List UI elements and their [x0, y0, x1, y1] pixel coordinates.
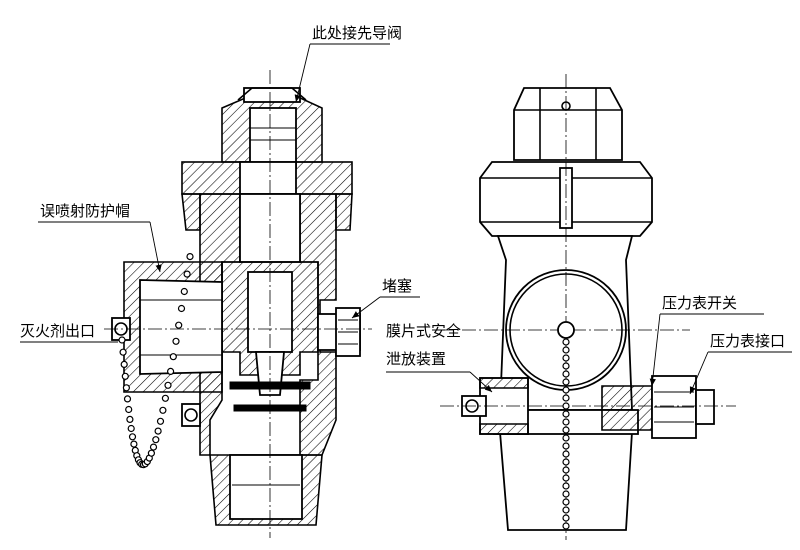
chain-bead: [562, 506, 570, 514]
chain-bead: [128, 433, 137, 441]
label-gauge-port: 压力表接口: [710, 332, 785, 350]
chain-bead: [119, 348, 127, 356]
label-outlet: 灭火剂出口: [20, 322, 95, 340]
chain-bead: [152, 436, 160, 444]
chain-bead: [186, 253, 194, 261]
chain-bead: [149, 443, 158, 451]
chain-bead: [167, 367, 175, 375]
chain-bead: [122, 384, 131, 392]
chain-bead: [562, 362, 570, 370]
chain-bead: [164, 381, 172, 389]
chain-bead: [562, 442, 570, 450]
chain-bead: [562, 370, 570, 378]
label-membrane-line1: 膜片式安全: [386, 322, 461, 340]
chain-bead: [562, 394, 570, 402]
chain-bead: [161, 394, 169, 402]
chain-bead: [147, 449, 155, 457]
chain-bead: [177, 304, 186, 313]
top-nut: [221, 87, 323, 169]
plug: [317, 307, 361, 357]
chain-bead: [183, 270, 191, 278]
chain-bead: [562, 434, 570, 442]
label-misfire-cap: 误喷射防护帽: [40, 202, 130, 220]
chain-bead: [126, 415, 134, 423]
chain: [562, 338, 570, 530]
chain-bead: [562, 514, 570, 522]
chain-bead: [562, 458, 570, 466]
chain-bead: [562, 354, 570, 362]
chain-bead: [562, 402, 570, 410]
bonnet: [181, 161, 353, 231]
chain-bead: [154, 427, 162, 435]
chain-bead: [562, 450, 570, 458]
chain-bead: [562, 346, 570, 354]
chain-bead: [562, 386, 570, 394]
chain-bead: [562, 482, 570, 490]
chain-bead: [121, 372, 129, 380]
chain-bead: [562, 378, 570, 386]
chain-bead: [118, 336, 126, 344]
leader-lines: [20, 43, 792, 395]
chain-bead: [562, 418, 570, 426]
label-gauge-switch: 压力表开关: [662, 294, 737, 312]
label-plug: 堵塞: [382, 277, 412, 295]
chain-bead: [562, 466, 570, 474]
chain-bead: [562, 490, 570, 498]
chain-bead: [156, 417, 165, 425]
chain-bead: [562, 338, 570, 346]
chain-bead: [120, 360, 128, 368]
chain-bead: [169, 353, 177, 361]
chain-bead: [175, 321, 183, 329]
chain-bead: [130, 440, 138, 448]
chain-bead: [180, 287, 188, 296]
chain-bead: [562, 410, 570, 418]
exterior-view: [440, 74, 736, 540]
chain-bead: [562, 522, 570, 530]
outlet-cap: [111, 261, 223, 393]
label-pilot-valve: 此处接先导阀: [312, 24, 402, 42]
chain: [118, 253, 194, 469]
chain-bead: [172, 337, 180, 345]
chain-bead: [562, 498, 570, 506]
section-view: [104, 70, 372, 538]
chain-bead: [159, 406, 167, 414]
chain-bead: [125, 405, 133, 414]
chain-bead: [127, 424, 135, 433]
chain-bead: [123, 395, 132, 403]
label-membrane-line2: 泄放装置: [386, 350, 446, 368]
chain-bead: [562, 426, 570, 434]
chain-bead: [562, 474, 570, 482]
